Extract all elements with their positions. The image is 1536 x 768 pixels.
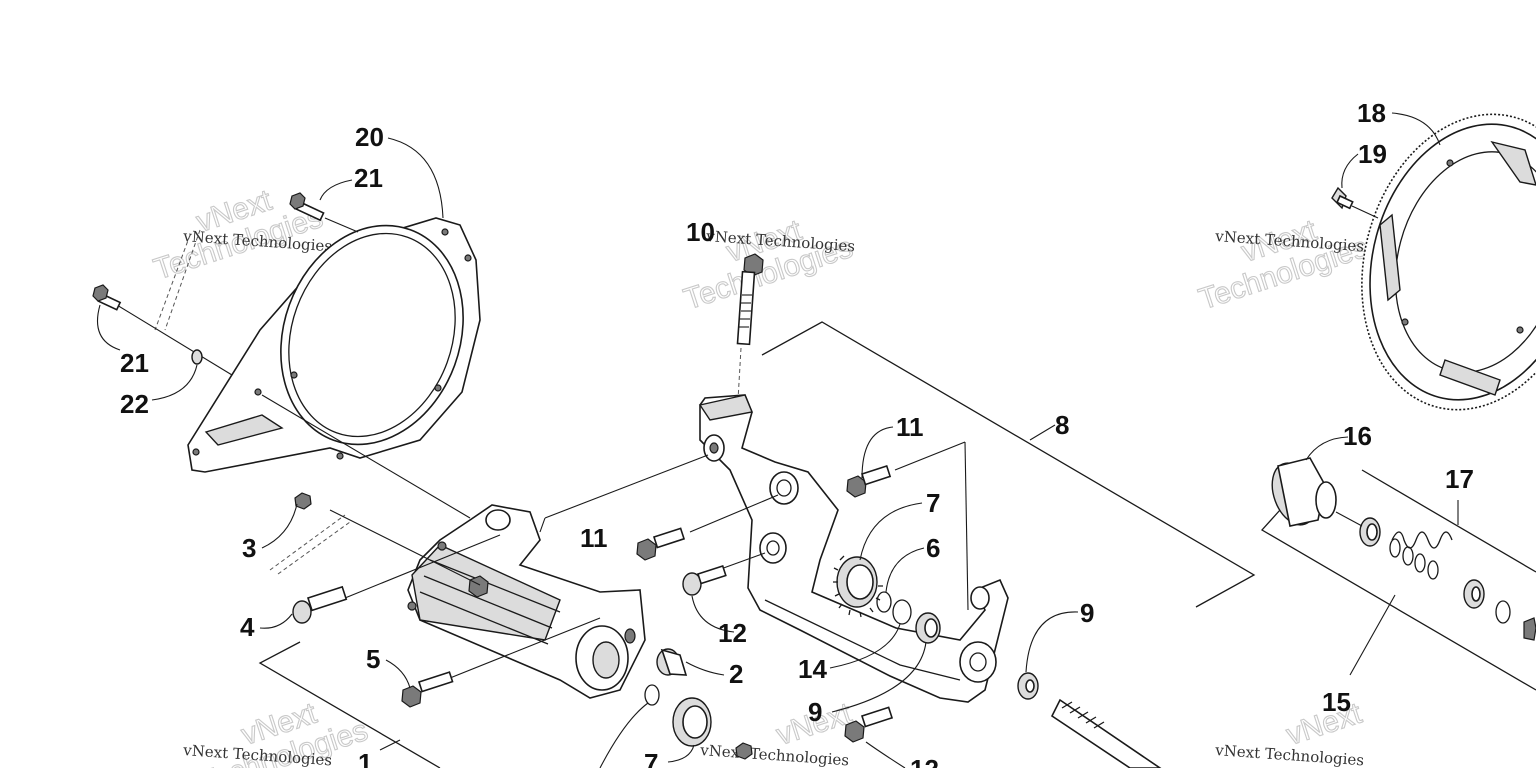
screw-12-lower	[844, 706, 894, 743]
callout-6: 6	[926, 533, 940, 563]
bolt-4	[292, 585, 348, 624]
adapter-plate-20	[187, 217, 481, 473]
bolt-11-right	[846, 464, 892, 498]
callout-10: 10	[686, 217, 715, 247]
starter-bracket-8	[698, 394, 1009, 703]
screw-19	[1331, 186, 1354, 210]
callout-18: 18	[1357, 98, 1386, 128]
ring-gear-18	[1361, 113, 1536, 411]
nut-3	[294, 492, 312, 510]
ring-14	[892, 599, 912, 625]
callout-7-upper: 7	[926, 488, 940, 518]
pinion-16	[1271, 457, 1337, 527]
watermark-small-6: vNext Technologies	[1214, 741, 1365, 768]
gear-7-upper	[833, 555, 883, 618]
drive-shaft	[1050, 698, 1162, 768]
callout-17: 17	[1445, 464, 1474, 494]
collar-17-2	[1463, 579, 1485, 609]
callout-1: 1	[358, 748, 372, 768]
callout-16: 16	[1343, 421, 1372, 451]
spring-17	[1389, 531, 1453, 580]
ring-17-3	[1495, 600, 1511, 624]
callout-22: 22	[120, 389, 149, 419]
bolt-11-left	[636, 527, 686, 561]
assembly-bracket-17	[1361, 469, 1536, 573]
callout-20: 20	[355, 122, 384, 152]
callout-21-lower: 21	[120, 348, 149, 378]
bushing-9-upper	[915, 612, 941, 644]
callout-4: 4	[240, 612, 255, 642]
assembly-bracket-1	[258, 641, 441, 768]
callout-5: 5	[366, 644, 380, 674]
screw-12-upper	[682, 564, 727, 596]
washer-9-right	[1017, 672, 1039, 700]
starter-motor-1	[407, 504, 646, 699]
washer-22	[191, 349, 203, 365]
long-bolt-10	[736, 253, 764, 401]
callout-11-right: 11	[896, 412, 924, 442]
callout-11-left: 11	[580, 523, 608, 553]
watermark-1: vNext Technologies	[149, 183, 327, 287]
snap-ring-lower	[644, 684, 660, 706]
callout-21-upper: 21	[354, 163, 383, 193]
bolt-5	[401, 671, 454, 708]
callout-14: 14	[798, 654, 827, 684]
callout-2: 2	[729, 659, 743, 689]
gear-7-lower	[672, 697, 712, 747]
callout-3: 3	[242, 533, 256, 563]
bolt-21-lower	[92, 284, 122, 311]
bushing-2	[656, 648, 688, 676]
assembly-bracket-15	[1260, 509, 1536, 691]
small-nut-lower	[735, 742, 753, 760]
assembly-bracket-8	[761, 321, 1256, 608]
callout-12-lower: 12	[910, 754, 939, 768]
callout-leaders	[96, 112, 1441, 768]
collar-17-1	[1359, 517, 1381, 547]
callout-9-lower: 9	[808, 697, 822, 727]
bolt-21-upper	[289, 192, 325, 222]
callout-9-right: 9	[1080, 598, 1094, 628]
snap-ring-6	[876, 591, 892, 613]
callout-19: 19	[1358, 139, 1387, 169]
callout-labels: 20 21 21 22 10 18 19 8 11 11 7 6 16 17 3…	[120, 98, 1474, 768]
callout-8: 8	[1055, 410, 1069, 440]
callout-15: 15	[1322, 687, 1351, 717]
watermark-small-5: vNext Technologies	[699, 741, 850, 768]
watermark-3: vNext Technologies	[1194, 213, 1372, 317]
callout-7-lower: 7	[644, 748, 658, 768]
callout-12-upper: 12	[718, 618, 747, 648]
nut-17-4	[1523, 617, 1536, 641]
